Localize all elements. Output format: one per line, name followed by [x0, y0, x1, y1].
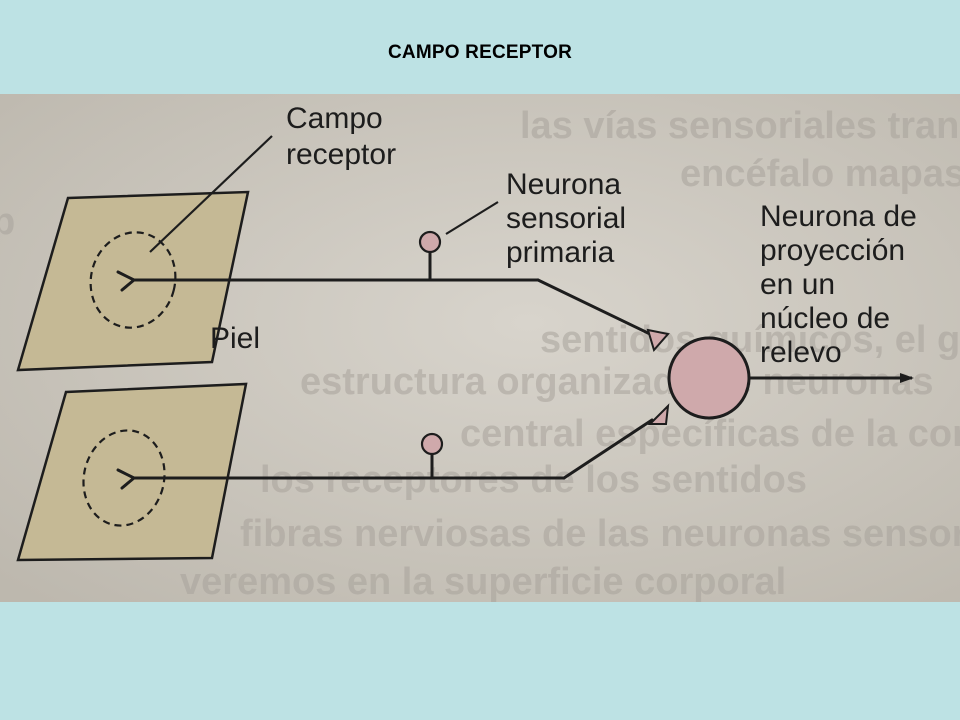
receptive-field-diagram: las vías sensoriales transmiten hasta el…: [0, 94, 960, 602]
background-book-text: las vías sensoriales transmiten hasta el…: [0, 105, 960, 602]
receptive-field-pointer: [149, 135, 273, 253]
label-primary-neuron-line2: sensorial: [506, 202, 626, 235]
sensory-neuron-bottom: [116, 418, 654, 490]
receptive-field-bottom: [82, 429, 166, 527]
label-projection-neuron-line3: en un: [760, 268, 835, 301]
axon-bottom-branch: [562, 418, 654, 480]
label-primary-neuron-line3: primaria: [506, 236, 615, 269]
label-primary-neuron-line1: Neurona: [506, 168, 621, 201]
projection-neuron-soma: [667, 336, 751, 420]
synaptic-terminal-top: [646, 328, 670, 353]
synaptic-terminal-bottom: [647, 403, 670, 425]
background-text-row: fibras nerviosas de las neuronas sensori…: [240, 513, 960, 555]
label-projection-neuron-line1: Neurona de: [760, 200, 917, 233]
background-text-row: las vías sensoriales transmiten hasta el: [520, 105, 960, 147]
label-receptive-field-line1: Campo: [286, 102, 383, 135]
sensory-neuron-top: [116, 250, 652, 336]
primary-neuron-pointer: [445, 201, 499, 235]
background-text-row: veremos en la superficie corporal: [180, 561, 786, 602]
label-projection-neuron-line2: proyección: [760, 234, 905, 267]
diagram-figure: las vías sensoriales transmiten hasta el…: [0, 94, 960, 602]
label-skin: Piel: [210, 322, 260, 355]
background-text-row: central específicas de la corteza: [460, 413, 960, 455]
background-text-row: sentidos químicos, el gusto y: [540, 319, 960, 361]
receptive-field-top: [89, 231, 177, 329]
label-receptive-field-line2: receptor: [286, 138, 396, 171]
axon-top-branch: [536, 278, 652, 336]
sensory-soma-bottom: [420, 432, 444, 456]
background-text-row: p: [0, 201, 15, 243]
sensory-soma-top: [418, 230, 442, 254]
background-text-row: estructura organizada de neuronas: [300, 361, 934, 403]
label-projection-neuron-line4: núcleo de: [760, 302, 890, 335]
label-projection-neuron-line5: relevo: [760, 336, 842, 369]
background-text-row: los receptores de los sentidos: [260, 459, 807, 501]
slide-title: CAMPO RECEPTOR: [387, 42, 573, 63]
skin-patch-bottom: [16, 382, 248, 562]
background-text-row: encéfalo mapas neurales de la superficie: [680, 153, 960, 195]
